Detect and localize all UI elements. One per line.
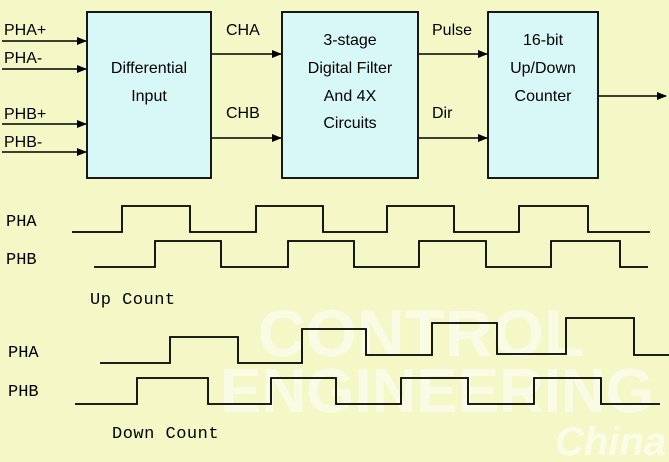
block-links: CHA CHB Pulse Dir <box>212 22 667 142</box>
timing-down-pha-label: PHA <box>8 344 39 363</box>
block-differential-line2: Input <box>131 88 167 105</box>
input-label-phb-plus: PHB+ <box>4 106 46 123</box>
timing-up-pha-wave <box>72 205 650 233</box>
block-filter-line3: And 4X <box>324 88 377 105</box>
link-label-dir: Dir <box>432 105 453 122</box>
block-counter-rect <box>487 11 599 179</box>
link-label-cha: CHA <box>226 22 260 39</box>
block-differential-input: Differential Input <box>86 11 212 179</box>
link-label-chb: CHB <box>226 105 260 122</box>
timing-down-phb-wave <box>75 377 660 405</box>
block-differential-rect <box>86 11 212 179</box>
block-counter-line2: Up/Down <box>510 60 576 77</box>
input-label-pha-plus: PHA+ <box>4 22 46 39</box>
timing-down-count: PHA PHB Down Count <box>8 317 669 444</box>
input-label-phb-minus: PHB- <box>4 134 42 151</box>
block-differential-line1: Differential <box>111 60 187 77</box>
watermark-line2: ENGINEERING <box>220 357 654 426</box>
block-counter-line3: Counter <box>515 88 573 105</box>
timing-up-phb-label: PHB <box>6 251 37 270</box>
watermark-logo: CONTROL ENGINEERING China <box>220 296 666 462</box>
block-filter-line2: Digital Filter <box>308 60 393 77</box>
watermark-line1: CONTROL <box>258 296 584 370</box>
block-filter-line4: Circuits <box>323 115 376 132</box>
block-counter-line1: 16-bit <box>523 32 564 49</box>
timing-down-caption: Down Count <box>112 425 219 444</box>
timing-up-caption: Up Count <box>90 291 176 310</box>
input-label-pha-minus: PHA- <box>4 50 42 67</box>
link-label-pulse: Pulse <box>432 22 472 39</box>
timing-up-pha-label: PHA <box>6 213 37 232</box>
block-filter-rect <box>281 11 419 179</box>
timing-down-pha-wave <box>100 317 669 364</box>
timing-up-count: PHA PHB Up Count <box>6 205 650 310</box>
block-digital-filter: 3-stage Digital Filter And 4X Circuits <box>281 11 419 179</box>
timing-up-phb-wave <box>94 240 648 268</box>
watermark-line3: China <box>555 420 666 462</box>
input-signals: PHA+ PHA- PHB+ PHB- <box>2 22 87 156</box>
timing-down-phb-label: PHB <box>8 383 39 402</box>
block-filter-line1: 3-stage <box>323 32 376 49</box>
block-counter: 16-bit Up/Down Counter <box>487 11 599 179</box>
